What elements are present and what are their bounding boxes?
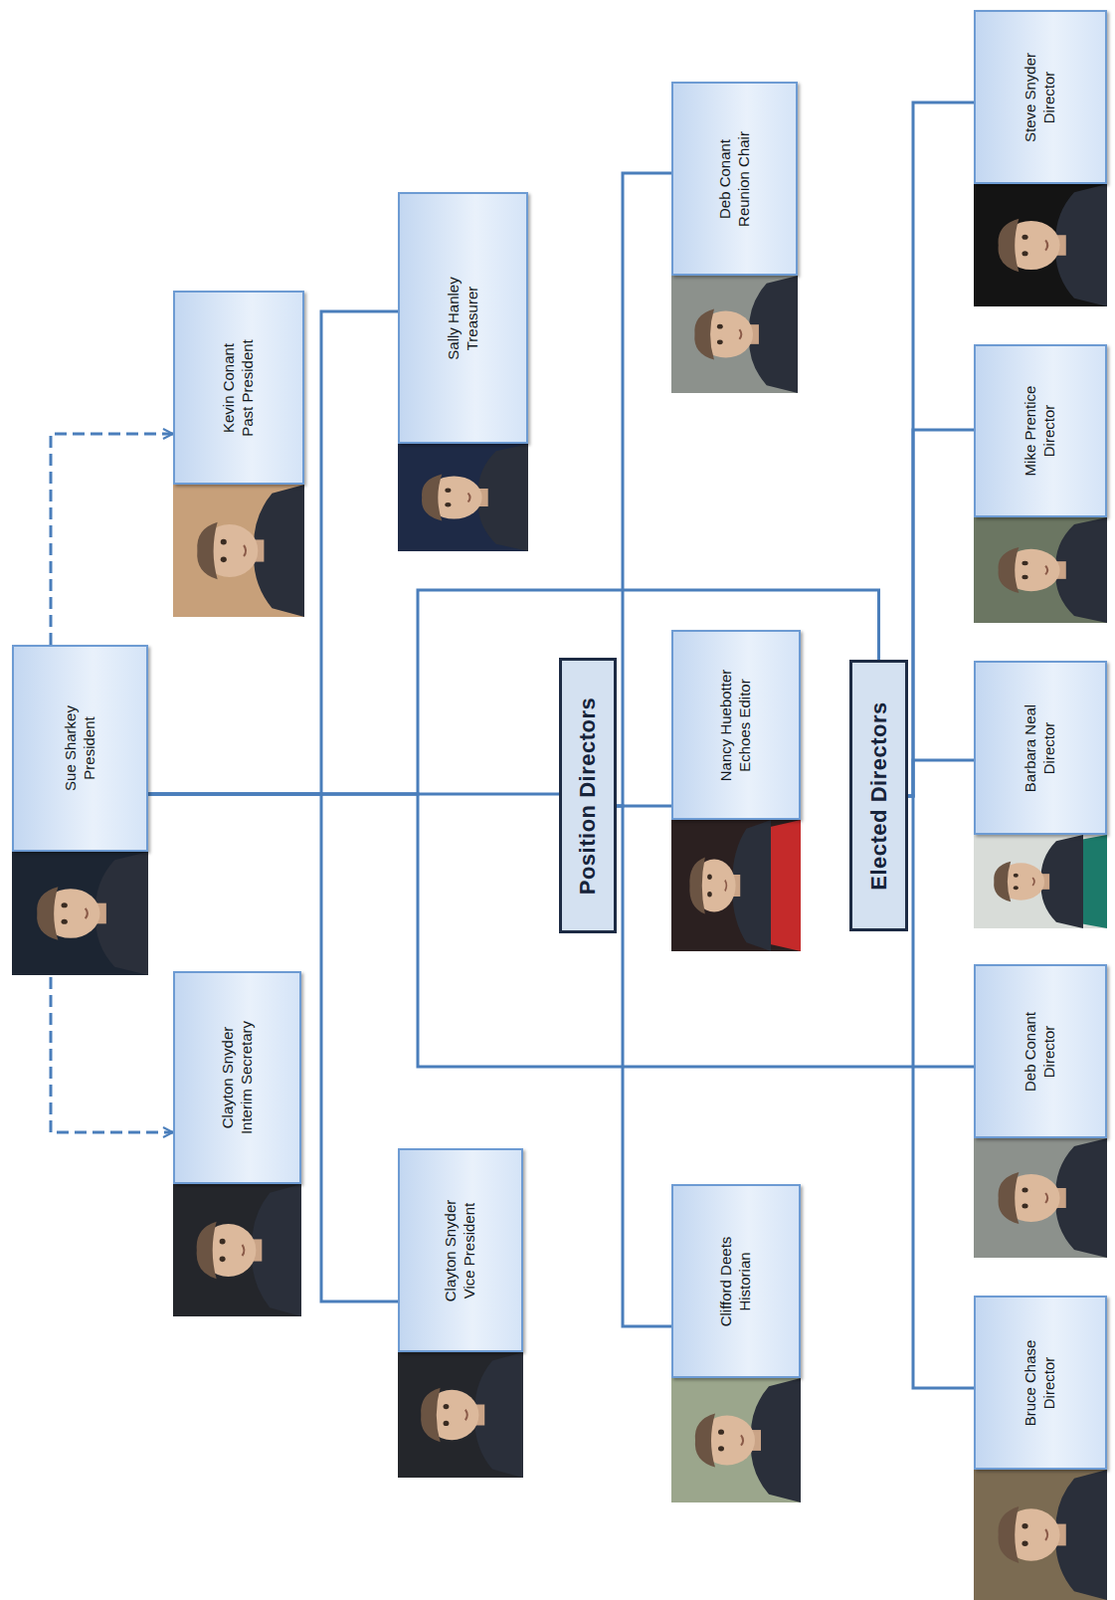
rotated-text: Barbara NealDirector — [1021, 667, 1060, 828]
person-name: Clayton Snyder — [441, 1154, 461, 1345]
portrait — [671, 1377, 801, 1502]
person-name: Position Directors — [573, 664, 602, 927]
rotated-text: Position Directors — [573, 664, 602, 927]
rotated-text: Bruce ChaseDirector — [1021, 1301, 1060, 1463]
person-box: Steve SnyderDirector — [973, 9, 1108, 185]
rotated-text: Clifford DeetsHistorian — [717, 1190, 755, 1371]
person-box: Barbara NealDirector — [973, 660, 1108, 835]
person-name: Elected Directors — [865, 666, 894, 925]
person-box: Deb ConantReunion Chair — [671, 81, 798, 276]
role-title: Interim Secretary — [237, 977, 257, 1177]
person-name: Sue Sharkey — [61, 651, 81, 845]
person-box: Kevin ConantPast President — [173, 290, 305, 485]
rotated-text: Elected Directors — [865, 666, 894, 925]
person-box: Mike PrenticeDirector — [973, 344, 1108, 518]
portrait — [671, 275, 798, 393]
role-title: Historian — [736, 1190, 755, 1371]
person-name: Clayton Snyder — [218, 977, 238, 1177]
person-name: Mike Prentice — [1021, 351, 1041, 511]
connector — [908, 759, 974, 796]
person-name: Steve Snyder — [1021, 16, 1041, 178]
portrait — [397, 1351, 524, 1478]
portrait — [173, 1183, 302, 1316]
rotated-text: Sue SharkeyPresident — [61, 651, 100, 845]
portrait — [973, 834, 1108, 929]
person-box: Sue SharkeyPresident — [11, 644, 149, 852]
rotated-text: Clayton SnyderVice President — [441, 1154, 480, 1345]
person-name: Barbara Neal — [1021, 667, 1041, 828]
connector — [616, 804, 672, 808]
rotated-text: Sally HanleyTreasurer — [444, 198, 483, 437]
rotated-text: Deb ConantReunion Chair — [716, 88, 754, 269]
portrait — [671, 819, 801, 951]
rotated-text: Clayton SnyderInterim Secretary — [218, 977, 257, 1177]
rotated-text: Deb ConantDirector — [1021, 970, 1060, 1131]
connector — [616, 173, 672, 806]
person-box: Clifford DeetsHistorian — [671, 1183, 801, 1378]
role-title: Director — [1040, 667, 1060, 828]
role-title: Past President — [238, 297, 258, 478]
role-title: Director — [1040, 970, 1060, 1131]
portrait — [973, 1469, 1108, 1600]
group-label-box: Position Directors — [558, 657, 617, 933]
person-name: Deb Conant — [1021, 970, 1041, 1131]
role-title: Vice President — [460, 1154, 480, 1345]
person-box: Clayton SnyderInterim Secretary — [173, 970, 302, 1184]
role-title: President — [80, 651, 100, 845]
person-name: Deb Conant — [716, 88, 736, 269]
dashed-connector — [50, 433, 174, 645]
role-title: Reunion Chair — [735, 88, 754, 269]
group-label-box: Elected Directors — [849, 659, 909, 931]
role-title: Treasurer — [463, 198, 483, 437]
person-name: Clifford Deets — [717, 1190, 737, 1371]
person-name: Bruce Chase — [1021, 1301, 1041, 1463]
person-box: Nancy HuebotterEchoes Editor — [671, 629, 801, 820]
portrait — [973, 184, 1108, 307]
person-name: Nancy Huebotter — [717, 636, 737, 813]
person-name: Kevin Conant — [219, 297, 239, 478]
rotated-text: Steve SnyderDirector — [1021, 16, 1060, 178]
portrait — [973, 1137, 1108, 1258]
rotated-text: Mike PrenticeDirector — [1021, 351, 1060, 511]
role-title: Director — [1040, 1301, 1060, 1463]
person-box: Deb ConantDirector — [973, 963, 1108, 1138]
role-title: Director — [1040, 16, 1060, 178]
role-title: Director — [1040, 351, 1060, 511]
portrait — [973, 517, 1108, 623]
rotated-text: Nancy HuebotterEchoes Editor — [717, 636, 755, 813]
person-box: Bruce ChaseDirector — [973, 1295, 1108, 1470]
portrait — [11, 851, 149, 975]
person-box: Clayton SnyderVice President — [397, 1147, 524, 1352]
connector — [908, 795, 974, 1388]
portrait — [397, 443, 529, 552]
role-title: Echoes Editor — [736, 636, 755, 813]
person-box: Sally HanleyTreasurer — [397, 191, 529, 444]
connector — [908, 102, 974, 796]
portrait — [173, 484, 305, 617]
connector — [908, 429, 974, 796]
rotated-text: Kevin ConantPast President — [219, 297, 258, 478]
person-name: Sally Hanley — [444, 198, 464, 437]
